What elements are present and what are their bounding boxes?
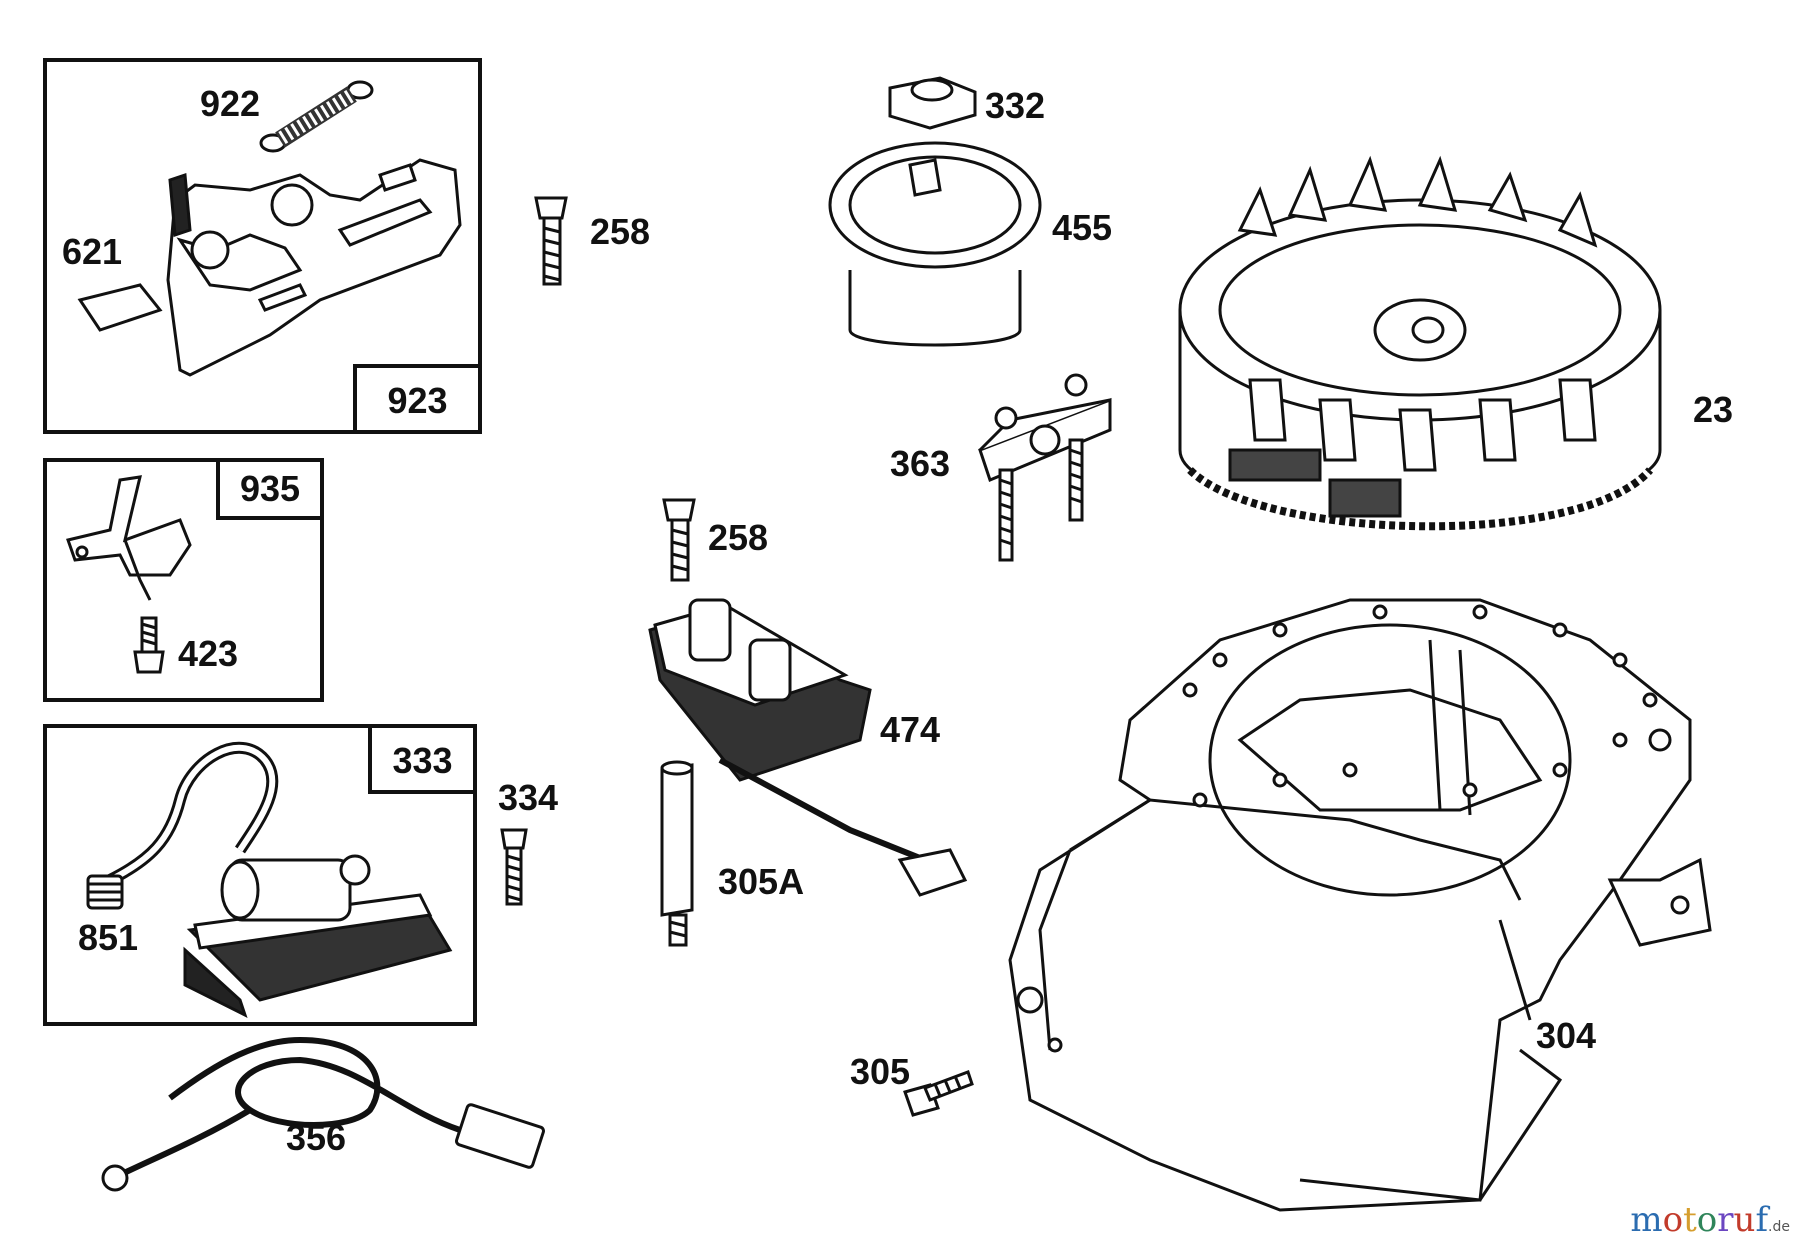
bolt-258-mid-part (662, 498, 696, 582)
bolt-258-top-part (534, 196, 568, 286)
armature-333-part (107, 741, 453, 1018)
ground-wire-356-part (101, 1036, 545, 1192)
watermark-letter: t (1683, 1200, 1697, 1240)
watermark-letter: o (1696, 1200, 1718, 1240)
screw-423-part (133, 616, 165, 674)
screw-305-part (903, 1070, 974, 1117)
watermark-suffix: .de (1768, 1219, 1790, 1235)
cup-455-part (828, 141, 1042, 347)
nut-332-part (888, 76, 977, 130)
bolt-334-part (500, 828, 528, 906)
part-label-332: 332 (985, 85, 1046, 126)
part-label-258-mid: 258 (708, 517, 769, 558)
watermark-letter: o (1662, 1200, 1684, 1240)
flywheel-23-part (1178, 155, 1662, 531)
part-label-455: 455 (1052, 207, 1113, 248)
kit-box-923 (43, 58, 482, 434)
part-label-305: 305 (850, 1051, 911, 1092)
watermark-letter: f (1755, 1200, 1769, 1240)
blower-housing-304-part (1008, 598, 1712, 1212)
part-label-621: 621 (62, 231, 123, 272)
part-label-922: 922 (200, 83, 261, 124)
part-label-474: 474 (880, 709, 941, 750)
part-label-851: 851 (78, 917, 139, 958)
starter-clutch-363-part (978, 373, 1112, 562)
watermark-logo: motoruf.de (1630, 1203, 1790, 1237)
kit-label-935: 935 (239, 468, 301, 509)
kit-box-333 (43, 724, 477, 1026)
part-label-304: 304 (1536, 1015, 1597, 1056)
nut-851-part (86, 874, 124, 910)
kit-label-333: 333 (392, 740, 453, 781)
watermark-letter: u (1733, 1200, 1756, 1240)
part-label-258-top: 258 (590, 211, 651, 252)
watermark-letter: m (1630, 1200, 1663, 1240)
watermark-letter: r (1717, 1200, 1734, 1240)
part-label-305A: 305A (718, 861, 805, 902)
kit-box-935 (43, 458, 324, 702)
part-label-363: 363 (890, 443, 951, 484)
spacer-305A-part (660, 760, 694, 947)
part-label-23: 23 (1693, 389, 1734, 430)
spring-922-part (259, 80, 374, 153)
part-label-423: 423 (178, 633, 239, 674)
part-label-356: 356 (286, 1117, 347, 1158)
governor-control-621-part (77, 158, 462, 377)
watermark-letters: motoruf (1630, 1200, 1768, 1240)
bracket-935-part (66, 475, 192, 601)
armature-474-part (648, 598, 968, 897)
part-label-334: 334 (498, 777, 559, 818)
kit-label-923: 923 (387, 380, 448, 421)
